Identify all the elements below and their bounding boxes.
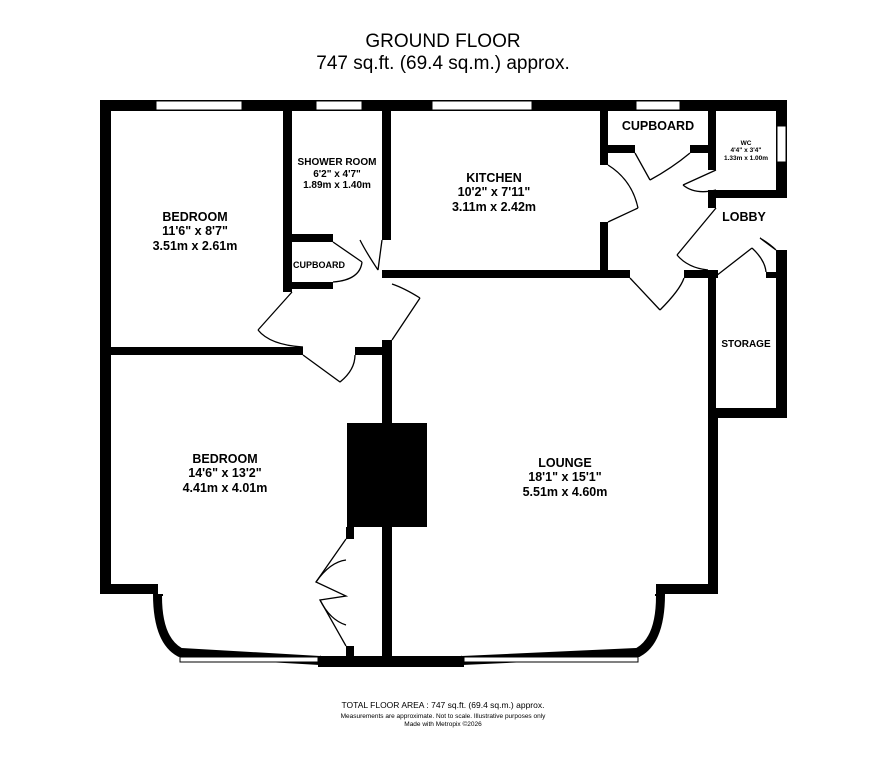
wall-cupboard-small-top <box>283 234 333 242</box>
wall-post-mid <box>346 527 354 539</box>
windows <box>155 100 787 663</box>
door-storage <box>715 247 767 277</box>
wall-wc-left <box>708 100 716 170</box>
wall-storage-left <box>708 276 716 418</box>
door-kitchen <box>607 164 639 223</box>
window-shower <box>315 100 363 111</box>
bay-window-left <box>153 593 321 665</box>
room-storage: STORAGE <box>716 339 776 351</box>
chimney-divider <box>378 423 388 527</box>
footer-credit: Made with Metropix ©2026 <box>404 721 482 728</box>
wall-bottom-left <box>100 584 158 594</box>
wall-cupboard-bottom-b <box>690 145 715 153</box>
wall-lobby-bottom <box>684 270 718 278</box>
room-bedroom-2-imperial: 14'6" x 13'2" <box>188 466 262 481</box>
room-wc-metric: 1.33m x 1.00m <box>723 154 769 162</box>
room-bedroom-1-metric: 3.51m x 2.61m <box>152 238 238 253</box>
wall-bottom-center <box>318 656 464 667</box>
walls <box>100 100 787 667</box>
room-kitchen-metric: 3.11m x 2.42m <box>451 199 537 214</box>
window-bay-right-floor <box>463 656 639 663</box>
wall-cupboard-left <box>600 100 608 165</box>
wall-storage-top <box>766 272 787 278</box>
bay-window-right <box>461 593 665 665</box>
wall-lobby-left <box>708 198 716 208</box>
bay-window-right-inner <box>461 595 656 656</box>
wall-shower-right <box>382 100 391 240</box>
room-shower-metric: 1.89m x 1.40m <box>303 180 371 191</box>
room-lounge-name: LOUNGE <box>538 456 592 470</box>
room-shower: SHOWER ROOM 6'2" x 4'7" 1.89m x 1.40m <box>292 157 382 192</box>
window-bay-left-floor <box>179 656 319 663</box>
door-bedroom2 <box>302 354 356 383</box>
wall-storage-right <box>776 250 787 418</box>
room-lounge-imperial: 18'1" x 15'1" <box>528 470 602 485</box>
door-wardrobe <box>315 538 349 647</box>
bay-window-left-inner <box>162 595 321 656</box>
room-lobby-name: LOBBY <box>722 210 766 224</box>
door-shower <box>359 239 383 271</box>
door-hall-lounge <box>629 277 685 311</box>
wall-lounge-right <box>708 408 718 594</box>
room-kitchen-imperial: 10'2" x 7'11" <box>457 185 531 200</box>
door-lounge <box>391 283 421 341</box>
wall-bottom-right <box>656 584 718 594</box>
room-wc: WC 4'4" x 3'4" 1.33m x 1.00m <box>716 140 776 162</box>
floor-title: GROUND FLOOR <box>365 31 521 52</box>
room-bedroom-1-imperial: 11'6" x 8'7" <box>162 224 228 239</box>
doors <box>257 152 777 647</box>
wall-kitchen-bottom <box>382 270 630 278</box>
footer-total-area: TOTAL FLOOR AREA : 747 sq.ft. (69.4 sq.m… <box>341 700 545 710</box>
room-bedroom-2-metric: 4.41m x 4.01m <box>182 480 268 495</box>
room-wc-name: WC <box>740 140 752 147</box>
wall-bedroom2-top-stub <box>355 347 391 355</box>
door-wardrobe-arcs <box>315 559 347 626</box>
wall-bedroom1-right <box>283 100 292 292</box>
door-entrance <box>759 237 777 251</box>
floor-area-subtitle: 747 sq.ft. (69.4 sq.m.) approx. <box>316 53 570 74</box>
room-cupboard: CUPBOARD <box>612 119 704 133</box>
window-cupboard <box>635 100 681 111</box>
room-cupboard-small: CUPBOARD <box>292 260 346 270</box>
room-cupboard-small-name: CUPBOARD <box>292 260 345 270</box>
room-storage-name: STORAGE <box>721 339 771 350</box>
wall-wc-bottom <box>708 190 787 198</box>
wall-kitchen-right <box>600 222 608 278</box>
room-shower-name: SHOWER ROOM <box>297 157 377 168</box>
room-kitchen: KITCHEN 10'2" x 7'11" 3.11m x 2.42m <box>424 171 564 214</box>
window-bedroom1 <box>155 100 243 111</box>
room-lounge: LOUNGE 18'1" x 15'1" 5.51m x 4.60m <box>490 456 640 499</box>
room-lobby: LOBBY <box>716 210 772 224</box>
wall-cupboard-small-bottom <box>283 282 333 289</box>
footer-disclaimer: Measurements are approximate. Not to sca… <box>340 713 546 720</box>
door-cupboard-small <box>332 241 363 283</box>
door-wc <box>682 169 717 193</box>
window-kitchen <box>431 100 533 111</box>
wall-post-bottom <box>346 646 354 658</box>
room-wc-imperial: 4'4" x 3'4" <box>730 147 762 155</box>
room-lounge-metric: 5.51m x 4.60m <box>522 484 608 499</box>
window-wc <box>776 125 787 163</box>
room-cupboard-name: CUPBOARD <box>621 119 695 133</box>
door-bedroom1 <box>257 291 304 348</box>
wall-storage-bottom <box>708 408 787 418</box>
room-bedroom-1: BEDROOM 11'6" x 8'7" 3.51m x 2.61m <box>130 210 260 253</box>
room-shower-imperial: 6'2" x 4'7" <box>313 168 361 180</box>
wall-bedrooms-divider <box>100 347 303 355</box>
door-cupboard <box>634 152 691 181</box>
room-bedroom-2-name: BEDROOM <box>192 452 258 466</box>
door-lobby <box>676 207 717 271</box>
room-bedroom-2: BEDROOM 14'6" x 13'2" 4.41m x 4.01m <box>150 452 300 495</box>
wall-left <box>100 100 111 590</box>
room-bedroom-1-name: BEDROOM <box>162 210 228 224</box>
wall-cupboard-bottom-a <box>600 145 635 153</box>
room-kitchen-name: KITCHEN <box>466 171 522 185</box>
